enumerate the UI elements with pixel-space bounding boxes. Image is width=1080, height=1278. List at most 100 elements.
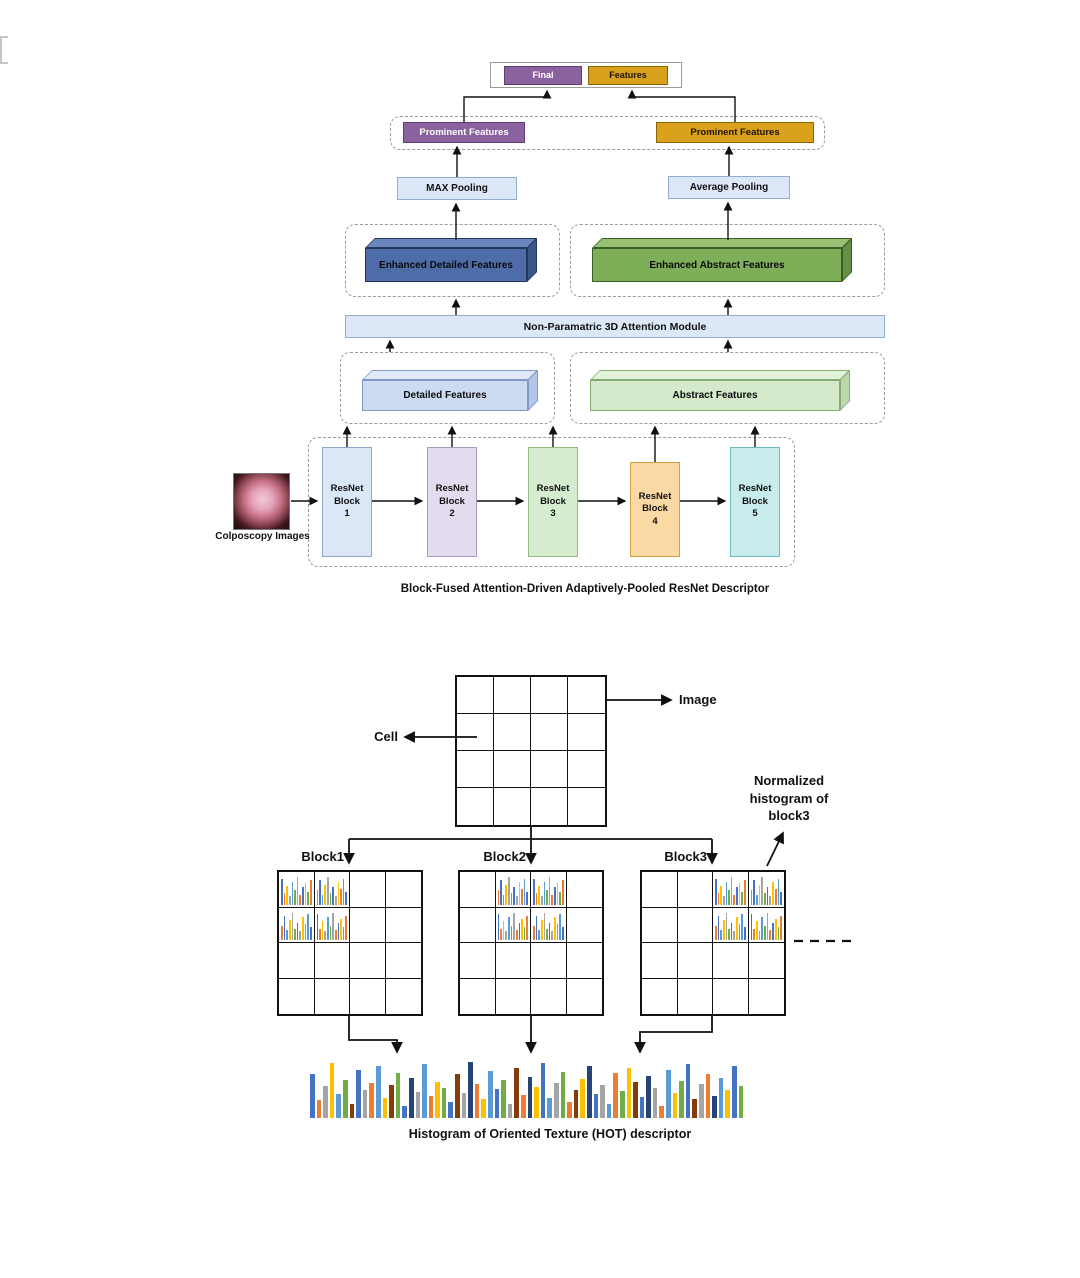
grid-cell bbox=[495, 907, 531, 943]
grid-cell bbox=[460, 907, 496, 943]
detailed-features-label: Detailed Features bbox=[403, 390, 487, 401]
histogram-bar bbox=[573, 1090, 579, 1118]
histogram-bar bbox=[626, 1068, 632, 1118]
grid-cell bbox=[385, 908, 421, 943]
histogram-bar bbox=[494, 1089, 500, 1118]
grid-cell bbox=[279, 907, 315, 943]
histogram-bar bbox=[540, 1063, 546, 1118]
prominent-features-right: Prominent Features bbox=[656, 122, 814, 143]
grid-cell bbox=[494, 751, 531, 788]
histogram-bar bbox=[600, 1085, 605, 1118]
histogram-bar bbox=[481, 1099, 487, 1118]
grid-cell bbox=[495, 872, 531, 908]
histogram-bar bbox=[593, 1094, 599, 1118]
cell-histogram bbox=[715, 912, 746, 940]
abstract-features-box: Abstract Features bbox=[590, 370, 850, 411]
histogram-bar bbox=[435, 1082, 440, 1118]
grid-cell bbox=[457, 788, 494, 825]
grid-cell bbox=[566, 943, 602, 979]
histogram-bar bbox=[652, 1088, 658, 1118]
histogram-bar bbox=[705, 1074, 711, 1118]
cell-histogram bbox=[750, 876, 783, 905]
grid-cell bbox=[460, 978, 496, 1014]
grid-cell bbox=[494, 677, 531, 714]
histogram-bar bbox=[369, 1083, 374, 1118]
histogram-bar bbox=[422, 1064, 427, 1118]
histogram-bar bbox=[323, 1086, 328, 1118]
colposcopy-label: Colposcopy Images bbox=[215, 531, 310, 542]
histogram-bar bbox=[336, 1094, 341, 1118]
cell-histogram bbox=[533, 876, 564, 905]
histogram-bar bbox=[389, 1085, 394, 1118]
grid-cell bbox=[713, 907, 749, 943]
block3-grid bbox=[640, 870, 786, 1016]
grid-cell bbox=[678, 978, 713, 1014]
grid-cell bbox=[749, 979, 785, 1015]
histogram-bar bbox=[659, 1106, 665, 1118]
top-caption: Block-Fused Attention-Driven Adaptively-… bbox=[400, 583, 770, 595]
block2-label: Block2 bbox=[483, 849, 526, 864]
box-top-face bbox=[362, 370, 538, 380]
histogram-bar bbox=[692, 1099, 698, 1118]
histogram-bar bbox=[685, 1064, 691, 1118]
block1-grid bbox=[277, 870, 423, 1016]
prominent-features-group bbox=[390, 116, 825, 150]
enhanced-detailed-features-label: Enhanced Detailed Features bbox=[379, 259, 513, 271]
bottom-caption: Histogram of Oriented Texture (HOT) desc… bbox=[408, 1127, 692, 1141]
cell-histogram bbox=[316, 876, 347, 905]
cell-histogram bbox=[715, 876, 746, 905]
histogram-bar bbox=[316, 1100, 322, 1118]
histogram-bar bbox=[375, 1066, 381, 1118]
grid-cell bbox=[642, 907, 678, 943]
grid-cell bbox=[386, 979, 422, 1015]
grid-cell bbox=[494, 714, 531, 751]
abstract-features-group bbox=[570, 352, 885, 424]
grid-cell bbox=[566, 908, 602, 943]
histogram-bar bbox=[534, 1087, 539, 1118]
grid-cell bbox=[713, 978, 749, 1014]
hot-histogram bbox=[310, 1058, 748, 1118]
image-grid bbox=[455, 675, 607, 827]
histogram-bar bbox=[613, 1073, 618, 1118]
block3-label: Block3 bbox=[664, 849, 707, 864]
histogram-bar bbox=[382, 1098, 388, 1118]
enhanced-abstract-features-label: Enhanced Abstract Features bbox=[649, 259, 785, 271]
histogram-bar bbox=[461, 1093, 467, 1118]
enhanced-abstract-features-box: Enhanced Abstract Features bbox=[592, 238, 852, 282]
max-pooling-box: MAX Pooling bbox=[397, 177, 517, 200]
grid-cell bbox=[531, 907, 567, 943]
grid-cell bbox=[748, 908, 784, 943]
grid-cell bbox=[350, 943, 386, 979]
histogram-bar bbox=[679, 1081, 684, 1118]
grid-cell bbox=[531, 872, 567, 908]
block2-grid bbox=[458, 870, 604, 1016]
histogram-bar bbox=[666, 1070, 671, 1118]
final-chip: Final bbox=[504, 65, 582, 85]
grid-cell bbox=[350, 907, 386, 943]
histogram-bar bbox=[606, 1104, 612, 1118]
grid-cell bbox=[350, 872, 386, 908]
grid-cell bbox=[314, 872, 350, 908]
grid-cell bbox=[279, 943, 315, 979]
grid-cell bbox=[279, 978, 315, 1014]
histogram-bar bbox=[633, 1082, 638, 1118]
histogram-bar bbox=[329, 1063, 335, 1118]
prominent-features-left: Prominent Features bbox=[403, 122, 525, 143]
grid-cell bbox=[460, 943, 496, 979]
histogram-bar bbox=[395, 1073, 401, 1118]
grid-cell bbox=[385, 872, 421, 908]
grid-cell bbox=[566, 872, 602, 908]
grid-cell bbox=[531, 978, 567, 1014]
grid-cell bbox=[314, 943, 350, 979]
box-top-face bbox=[365, 238, 537, 248]
histogram-bar bbox=[586, 1066, 592, 1118]
grid-cell bbox=[642, 943, 678, 979]
histogram-bar bbox=[672, 1093, 678, 1118]
histogram-bar bbox=[356, 1070, 361, 1118]
histogram-bar bbox=[362, 1090, 368, 1118]
detailed-features-group bbox=[340, 352, 555, 424]
histogram-bar bbox=[567, 1102, 572, 1118]
grid-cell bbox=[457, 677, 494, 714]
